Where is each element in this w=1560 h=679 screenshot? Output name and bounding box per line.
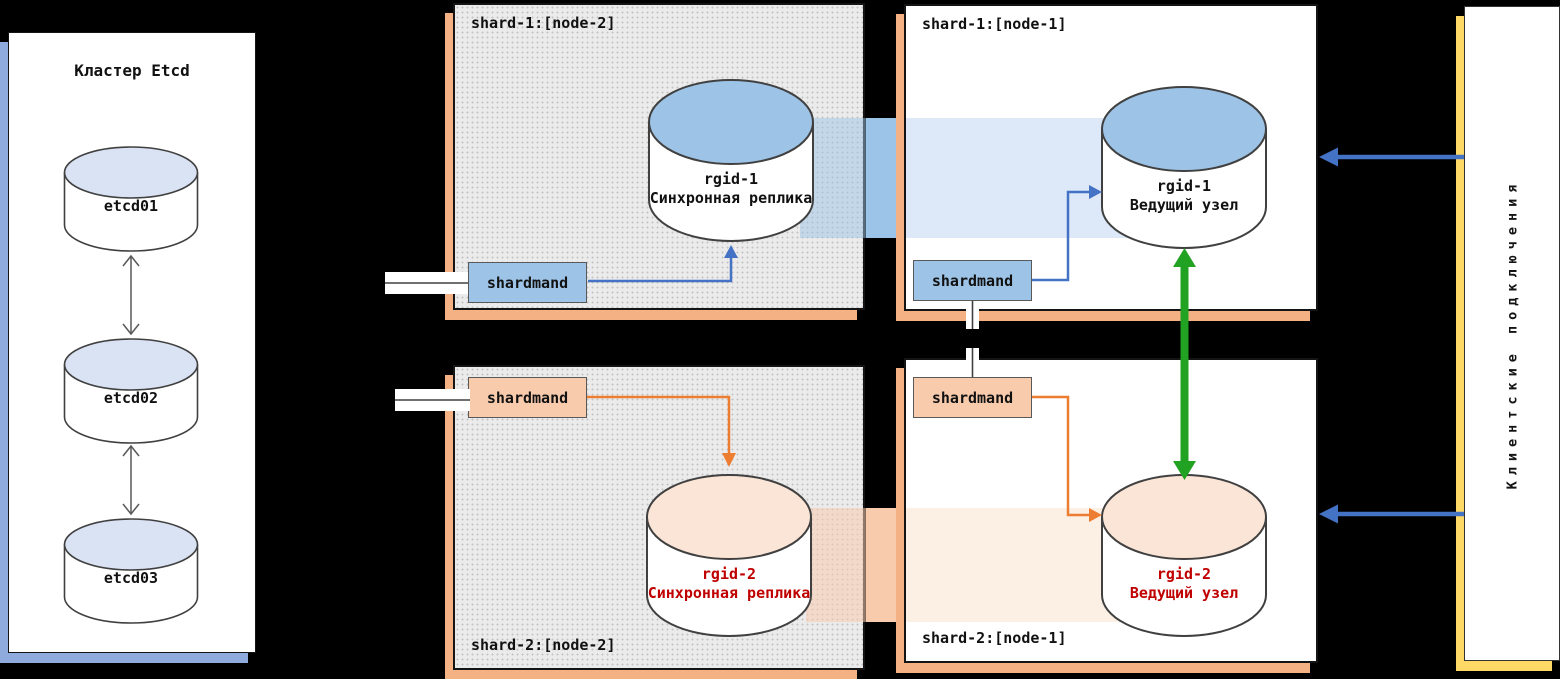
shardmand-shard1-node1-label: shardmand: [931, 271, 1014, 290]
etcd-to-shardmand2-node2-connector: [395, 389, 470, 411]
shard2-node2-title: shard-2:[node-2]: [471, 636, 616, 654]
etcd-to-shardmand1-node2-connector: [385, 272, 468, 294]
rgid1-leader-name: rgid-1: [1156, 177, 1212, 195]
shard2-replication-band-gap: [866, 508, 896, 622]
rgid2-leader-name: rgid-2: [1156, 565, 1212, 583]
shardmand-shard2-node1-label: shardmand: [931, 388, 1014, 407]
etcd01-label: etcd01: [103, 197, 159, 215]
shardmand-to-rgid1-replica-arrow: [588, 245, 738, 283]
etcd03-label: etcd03: [103, 569, 159, 587]
shardmand-shard1-node1: shardmand: [913, 260, 1032, 301]
rgid1-rgid2-leader-link-arrow: [1173, 248, 1196, 480]
client-to-rgid1-leader-arrow: [1319, 147, 1464, 167]
shardmand-node1-vertical-connector: [966, 301, 979, 377]
client-connections-panel: [1464, 6, 1560, 661]
rgid1-leader-role: Ведущий узел: [1129, 196, 1239, 214]
shardmand-shard1-node2-label: shardmand: [486, 273, 569, 292]
rgid1-replica-role: Синхронная реплика: [649, 189, 813, 207]
shardmand-to-rgid2-leader-arrow: [1032, 395, 1102, 522]
shard2-node1-title: shard-2:[node-1]: [922, 629, 1067, 647]
etcd01-database-icon: etcd01: [62, 145, 200, 253]
shardmand-to-rgid1-leader-arrow: [1032, 185, 1102, 282]
rgid2-leader-database-icon: rgid-2 Ведущий узел: [1100, 473, 1268, 638]
shard2-replication-band-replica-side: [806, 508, 866, 622]
rgid2-leader-role: Ведущий узел: [1129, 584, 1239, 602]
rgid2-replica-name: rgid-2: [701, 565, 757, 583]
etcd01-etcd02-sync-arrow: [122, 254, 140, 336]
etcd02-database-icon: etcd02: [62, 337, 200, 445]
rgid1-replica-database-icon: rgid-1 Синхронная реплика: [647, 78, 815, 243]
etcd02-label: etcd02: [103, 389, 159, 407]
client-to-rgid2-leader-arrow: [1319, 504, 1464, 524]
rgid1-leader-database-icon: rgid-1 Ведущий узел: [1100, 85, 1268, 250]
etcd-cluster-title: Кластер Etcd: [74, 61, 190, 80]
shardmand-shard2-node2-label: shardmand: [486, 388, 569, 407]
shard1-replication-band-gap: [866, 118, 896, 238]
shardmand-to-rgid2-replica-arrow: [587, 395, 736, 467]
etcd03-database-icon: etcd03: [62, 517, 200, 625]
rgid2-replica-role: Синхронная реплика: [647, 584, 811, 602]
etcd02-etcd03-sync-arrow: [122, 444, 140, 516]
rgid1-replica-name: rgid-1: [703, 170, 759, 188]
shard1-node2-title: shard-1:[node-2]: [471, 14, 616, 32]
shardmand-shard2-node1: shardmand: [913, 377, 1032, 418]
shard1-node1-title: shard-1:[node-1]: [922, 15, 1067, 33]
shardmand-shard1-node2: shardmand: [468, 262, 587, 303]
rgid2-replica-database-icon: rgid-2 Синхронная реплика: [645, 473, 813, 638]
